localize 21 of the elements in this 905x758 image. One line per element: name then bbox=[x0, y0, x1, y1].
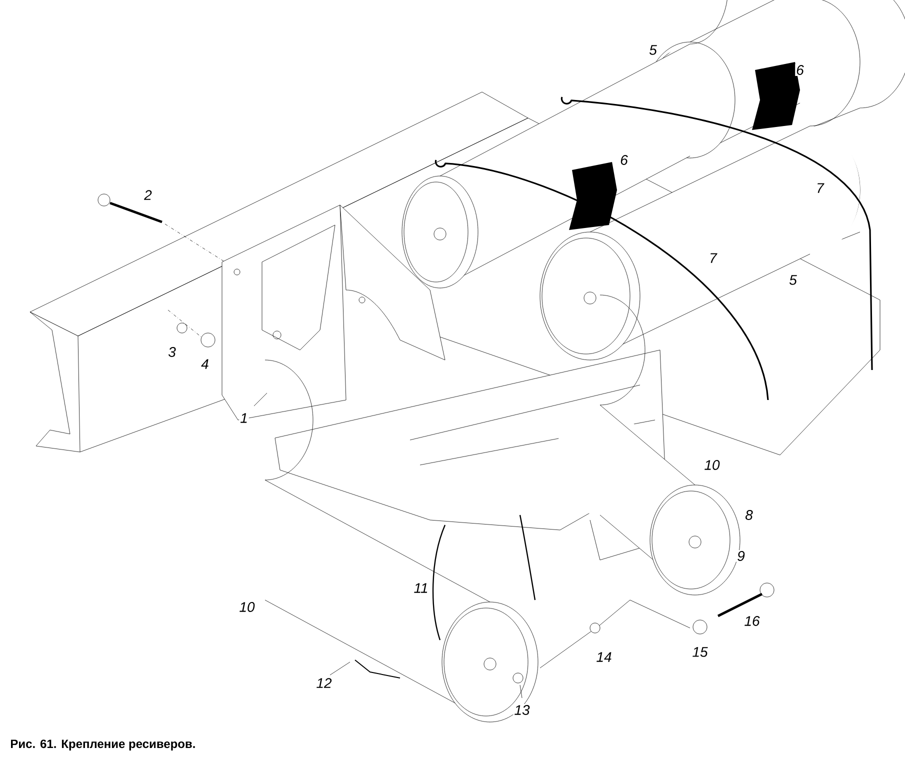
callout-number: 5 bbox=[788, 274, 798, 286]
callout-number: 10 bbox=[703, 459, 721, 471]
callout-number: 8 bbox=[744, 509, 754, 521]
callout-number: 16 bbox=[743, 615, 761, 627]
callout-number: 4 bbox=[200, 358, 210, 370]
callout-number: 7 bbox=[708, 252, 718, 264]
callout-number: 6 bbox=[795, 64, 805, 76]
callout-number: 3 bbox=[167, 346, 177, 358]
callout-number: 6 bbox=[619, 154, 629, 166]
callout-number: 11 bbox=[412, 582, 430, 594]
callout-number: 15 bbox=[691, 646, 709, 658]
callout-number: 1 bbox=[239, 412, 249, 424]
callout-number: 9 bbox=[736, 550, 746, 562]
callout-number: 14 bbox=[595, 651, 613, 663]
callout-number: 12 bbox=[315, 677, 333, 689]
callout-number: 5 bbox=[648, 44, 658, 56]
callout-number: 13 bbox=[513, 704, 531, 716]
callout-number: 7 bbox=[815, 182, 825, 194]
callout-number: 2 bbox=[143, 189, 153, 201]
figure-caption: Рис. 61. Крепление ресиверов. bbox=[11, 740, 195, 750]
callout-number: 10 bbox=[238, 601, 256, 613]
